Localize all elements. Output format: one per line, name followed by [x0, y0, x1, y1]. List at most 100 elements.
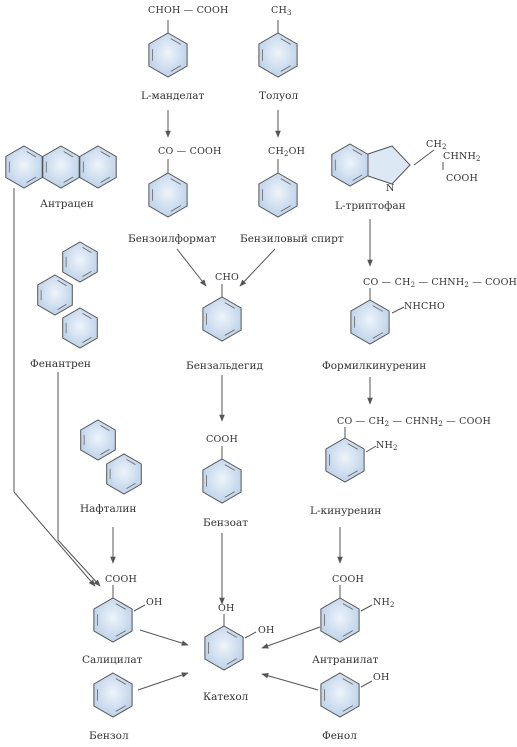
- ring-anthranilate-double-bond: [342, 630, 354, 637]
- ring-anthracene-a-double-bond: [26, 151, 37, 158]
- ring-benzoylformate-double-bond: [170, 178, 182, 185]
- catechol-label: Катехол: [203, 691, 249, 703]
- ring-mandelate: [148, 32, 188, 78]
- ring-benzoate-double-bond: [224, 491, 236, 498]
- catechol-oh2: OH: [258, 625, 275, 636]
- phenanthrene-label: Фенантрен: [30, 358, 91, 370]
- benzoate-formula: COOH: [206, 434, 238, 445]
- ring-benzylalcohol: [258, 172, 298, 218]
- ring-naphthalene-a-double-bond: [100, 449, 110, 455]
- ring-phenanthrene-a-double-bond: [82, 271, 92, 277]
- ring-phenanthrene-b-double-bond: [57, 280, 67, 286]
- ring-benzylalcohol-double-bond: [280, 205, 292, 212]
- mandelate-formula: CHOH — COOH: [148, 5, 229, 16]
- ring-anthracene-c-double-bond: [100, 176, 111, 183]
- ring-phenanthrene-c: [62, 307, 98, 349]
- ring-naphthalene-b-double-bond: [126, 483, 136, 489]
- reaction-arrows: [13, 110, 373, 691]
- ring-toluene-double-bond: [280, 38, 292, 45]
- ring-anthracene-b-double-bond: [63, 176, 74, 183]
- ring-anthracene-b: [42, 145, 80, 189]
- ring-benzene-double-bond: [115, 678, 127, 685]
- benzoylformate-label: Бензоилформат: [128, 233, 217, 245]
- benzylalcohol-label: Бензиловый спирт: [240, 233, 344, 245]
- ring-benzaldehyde-double-bond: [224, 302, 236, 309]
- ring-salicylate-double-bond: [115, 603, 127, 610]
- catechol-oh1: OH: [218, 603, 235, 614]
- ring-phenanthrene-a-double-bond: [82, 247, 92, 253]
- benzoylformate-formula: CO — COOH: [158, 146, 222, 157]
- ring-anthracene-b-double-bond: [63, 151, 74, 158]
- ring-naphthalene-a-double-bond: [100, 425, 110, 431]
- ring-mandelate-double-bond: [170, 38, 182, 45]
- toluene-formula: CH3: [271, 5, 292, 17]
- ring-benzoate-double-bond: [224, 464, 236, 471]
- salicylate-label: Салицилат: [82, 654, 143, 666]
- phenol-oh: OH: [373, 672, 390, 683]
- ring-phenanthrene-c-double-bond: [82, 337, 92, 343]
- ring-benzaldehyde: [202, 296, 242, 342]
- ring-anthranilate-double-bond: [342, 603, 354, 610]
- phenol-label: Фенол: [322, 730, 357, 742]
- ring-phenol-double-bond: [342, 705, 354, 712]
- ring-naphthalene-b: [106, 453, 142, 495]
- ring-anthracene-c: [79, 145, 117, 189]
- tryptophan-label: L-триптофан: [335, 200, 406, 212]
- ring-mandelate-double-bond: [170, 65, 182, 72]
- ring-benzene-double-bond: [115, 705, 127, 712]
- ring-salicylate: [93, 597, 133, 643]
- ring-benzene: [93, 672, 133, 718]
- indole-ring: [367, 145, 411, 185]
- toluene-label: Толуол: [259, 90, 299, 102]
- ring-salicylate-double-bond: [115, 630, 127, 637]
- benzene-label: Бензол: [89, 730, 129, 742]
- bonds: [112, 20, 444, 688]
- anthranilate-cooh: COOH: [332, 574, 364, 585]
- benzaldehyde-formula: CHO: [215, 272, 239, 283]
- ring-naphthalene-a: [80, 419, 116, 461]
- ring-phenol-double-bond: [342, 678, 354, 685]
- ring-benzoylformate-double-bond: [170, 205, 182, 212]
- mandelate-label: L-манделат: [141, 90, 205, 102]
- formylkynurenine-sub: NHCHO: [404, 301, 445, 312]
- ring-toluene: [258, 32, 298, 78]
- anthranilate-label: Антранилат: [312, 654, 379, 666]
- ring-catechol-double-bond: [226, 658, 238, 665]
- ring-phenanthrene-c-double-bond: [82, 313, 92, 319]
- salicylate-cooh: COOH: [105, 574, 137, 585]
- ring-indole-double-bond: [352, 174, 363, 181]
- formylkynurenine-chain: CO — CH2 — CHNH2 — COOH: [363, 277, 517, 289]
- ring-formylkynurenine: [350, 299, 390, 345]
- anthranilate-nh2: NH2: [373, 597, 395, 609]
- ring-benzaldehyde-double-bond: [224, 329, 236, 336]
- ring-indole-double-bond: [352, 149, 363, 156]
- kynurenine-label: L-кинуренин: [310, 505, 382, 517]
- ring-formylkynurenine-double-bond: [372, 305, 384, 312]
- ring-formylkynurenine-double-bond: [372, 332, 384, 339]
- benzylalcohol-formula: CH2OH: [268, 146, 306, 158]
- ring-benzoate: [202, 458, 242, 504]
- indole-pyrrole-ring: [367, 145, 411, 185]
- ring-benzoylformate: [148, 172, 188, 218]
- ring-anthracene-a: [5, 145, 43, 189]
- ring-phenanthrene-b-double-bond: [57, 304, 67, 310]
- ring-indole: [331, 143, 369, 187]
- anthracene-label: Антрацен: [40, 198, 94, 210]
- formylkynurenine-label: Формилкинуренин: [322, 360, 427, 372]
- benzaldehyde-label: Бензальдегид: [186, 360, 263, 372]
- salicylate-oh: OH: [146, 597, 163, 608]
- ring-anthranilate: [320, 597, 360, 643]
- ring-toluene-double-bond: [280, 65, 292, 72]
- benzoate-label: Бензоат: [203, 517, 249, 529]
- benzene-rings: [5, 32, 390, 718]
- ring-catechol-double-bond: [226, 631, 238, 638]
- ring-anthracene-c-double-bond: [100, 151, 111, 158]
- ring-anthracene-a-double-bond: [26, 176, 37, 183]
- tryptophan-ch2: CH2: [426, 139, 447, 151]
- ring-naphthalene-b-double-bond: [126, 459, 136, 465]
- kynurenine-nh2: NH2: [376, 440, 398, 452]
- ring-benzylalcohol-double-bond: [280, 178, 292, 185]
- kynurenine-chain: CO — CH2 — CHNH2 — COOH: [337, 416, 492, 428]
- tryptophan-chnh2: CHNH2: [443, 151, 481, 163]
